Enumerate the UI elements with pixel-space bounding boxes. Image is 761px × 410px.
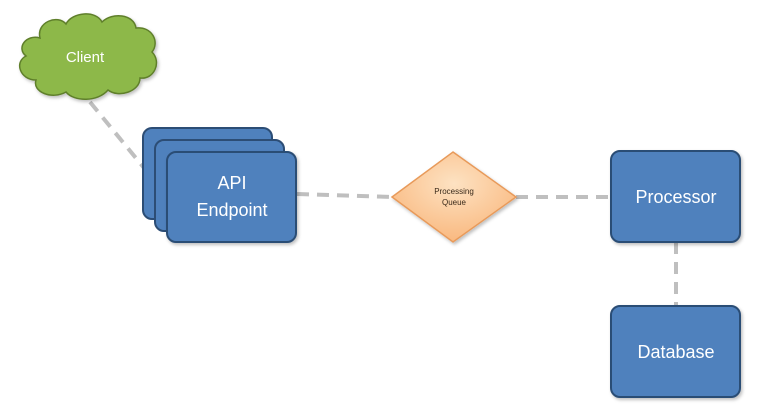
client-label: Client [66, 49, 105, 66]
api-endpoint-label-line2: Endpoint [196, 200, 267, 220]
processor-label: Processor [635, 187, 716, 207]
api-endpoint-node: API Endpoint [142, 127, 297, 243]
client-node: Client [18, 13, 158, 100]
processor-box [610, 150, 741, 243]
database-label: Database [637, 342, 714, 362]
api-endpoint-box [166, 151, 297, 243]
queue-label-line1: Processing [434, 187, 474, 196]
queue-label-line2: Queue [442, 198, 467, 207]
cloud-icon [18, 13, 158, 100]
processing-queue-node: Processing Queue [390, 151, 518, 243]
connector-api-to-queue [296, 192, 393, 199]
queue-diamond [390, 151, 518, 243]
database-box [610, 305, 741, 398]
processor-node: Processor [610, 150, 741, 243]
database-node: Database [610, 305, 741, 398]
api-endpoint-label-line1: API [217, 173, 246, 193]
